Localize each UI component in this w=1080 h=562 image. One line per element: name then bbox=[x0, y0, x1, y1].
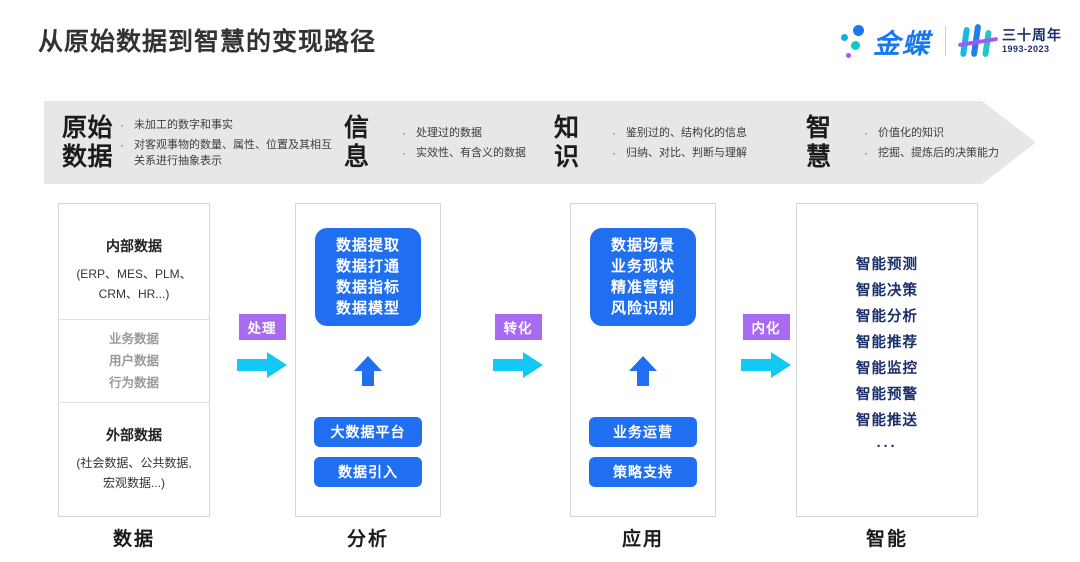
bullet-dot-icon: · bbox=[120, 117, 124, 132]
data-category-item: 业务数据 bbox=[108, 332, 159, 346]
right-arrow-icon bbox=[237, 350, 287, 380]
data-categories-block: 业务数据 用户数据 行为数据 bbox=[59, 319, 209, 403]
column-data: 内部数据 (ERP、MES、PLM、 CRM、HR...) 业务数据 用户数据 … bbox=[58, 203, 210, 517]
page-title: 从原始数据到智慧的变现路径 bbox=[38, 28, 377, 56]
data-category-item: 用户数据 bbox=[108, 354, 159, 368]
banner-stage-wisdom: 智 慧 · 价值化的知识 · 挖掘、提炼后的决策能力 bbox=[806, 101, 1016, 184]
intelligence-item: 智能监控 bbox=[856, 361, 918, 377]
banner-stage-term: 知 识 bbox=[554, 113, 580, 171]
intelligence-item: 智能预测 bbox=[856, 257, 918, 273]
connector-label: 转化 bbox=[494, 314, 542, 340]
external-data-sources: (社会数据、公共数据, 宏观数据...) bbox=[76, 456, 192, 490]
up-arrow-icon bbox=[351, 354, 385, 388]
anniversary-years: 1993-2023 bbox=[1002, 43, 1050, 54]
banner-stage-knowledge: 知 识 · 鉴别过的、结构化的信息 · 归纳、对比、判断与理解 bbox=[554, 101, 806, 184]
column-analysis: 数据提取 数据打通 数据指标 数据模型 大数据平台 数据引入 bbox=[295, 203, 441, 517]
footer-label-application: 应用 bbox=[621, 529, 664, 550]
intelligence-capability-list: 智能预测 智能决策 智能分析 智能推荐 智能监控 智能预警 智能推送 ··· bbox=[797, 204, 977, 460]
analysis-capability-card[interactable]: 数据提取 数据打通 数据指标 数据模型 bbox=[315, 228, 421, 326]
banner-bullet: · 实效性、有含义的数据 bbox=[402, 145, 526, 160]
brand-logo: 金蝶 三十周年 1993-2023 bbox=[837, 18, 1062, 64]
connector-label: 处理 bbox=[238, 314, 286, 340]
intelligence-item: 智能推送 bbox=[856, 413, 918, 429]
connector-internalize: 内化 bbox=[729, 314, 803, 380]
application-strategy-pill[interactable]: 策略支持 bbox=[589, 457, 697, 487]
stage-banner: 原始 数据 · 未加工的数字和事实 · 对客观事物的数量、属性、位置及其相互关系… bbox=[44, 101, 1036, 184]
banner-bullet: · 处理过的数据 bbox=[402, 125, 482, 140]
up-arrow-icon bbox=[626, 354, 660, 388]
banner-bullet: · 鉴别过的、结构化的信息 bbox=[612, 125, 747, 140]
column-application: 数据场景 业务现状 精准营销 风险识别 业务运营 策略支持 bbox=[570, 203, 716, 517]
bullet-dot-icon: · bbox=[402, 145, 406, 160]
banner-bullet: · 对客观事物的数量、属性、位置及其相互关系进行抽象表示 bbox=[120, 137, 332, 167]
banner-stage-term: 原始 数据 bbox=[62, 113, 114, 171]
analysis-ingest-pill[interactable]: 数据引入 bbox=[314, 457, 422, 487]
pipeline-columns: 内部数据 (ERP、MES、PLM、 CRM、HR...) 业务数据 用户数据 … bbox=[0, 203, 1080, 523]
banner-bullet: · 未加工的数字和事实 bbox=[120, 117, 233, 132]
banner-stage-term: 信 息 bbox=[344, 113, 370, 171]
footer-label-intelligence: 智能 bbox=[865, 529, 908, 550]
column-footer-labels: 数据 分析 应用 智能 bbox=[0, 524, 1080, 562]
anniversary-badge: 三十周年 1993-2023 bbox=[957, 21, 1062, 61]
bullet-dot-icon: · bbox=[120, 137, 124, 152]
anniversary-title: 三十周年 bbox=[1002, 27, 1062, 44]
application-operations-pill[interactable]: 业务运营 bbox=[589, 417, 697, 447]
external-data-block: 外部数据 (社会数据、公共数据, 宏观数据...) bbox=[59, 403, 209, 515]
intelligence-more-ellipsis: ··· bbox=[876, 438, 898, 455]
internal-data-sources: (ERP、MES、PLM、 CRM、HR...) bbox=[76, 266, 192, 301]
banner-stage-information: 信 息 · 处理过的数据 · 实效性、有含义的数据 bbox=[344, 101, 554, 184]
connector-label: 内化 bbox=[742, 314, 790, 340]
bullet-dot-icon: · bbox=[864, 125, 868, 140]
footer-label-data: 数据 bbox=[112, 529, 155, 550]
application-capability-card[interactable]: 数据场景 业务现状 精准营销 风险识别 bbox=[590, 228, 696, 326]
column-intelligence: 智能预测 智能决策 智能分析 智能推荐 智能监控 智能预警 智能推送 ··· bbox=[796, 203, 978, 517]
right-arrow-icon bbox=[493, 350, 543, 380]
banner-bullet: · 挖掘、提炼后的决策能力 bbox=[864, 145, 999, 160]
intelligence-item: 智能决策 bbox=[856, 283, 918, 299]
intelligence-item: 智能推荐 bbox=[856, 335, 918, 351]
intelligence-item: 智能预警 bbox=[856, 387, 918, 403]
connector-transform: 转化 bbox=[481, 314, 555, 380]
banner-stage-term: 智 慧 bbox=[806, 113, 832, 171]
anniversary-brush-icon bbox=[957, 21, 999, 61]
external-data-heading: 外部数据 bbox=[106, 427, 162, 443]
right-arrow-icon bbox=[741, 350, 791, 380]
footer-label-analysis: 分析 bbox=[346, 529, 389, 550]
bullet-dot-icon: · bbox=[402, 125, 406, 140]
connector-process: 处理 bbox=[225, 314, 299, 380]
internal-data-heading: 内部数据 bbox=[106, 237, 162, 254]
bullet-dot-icon: · bbox=[612, 145, 616, 160]
banner-bullet: · 价值化的知识 bbox=[864, 125, 944, 140]
analysis-platform-pill[interactable]: 大数据平台 bbox=[314, 417, 422, 447]
kingdee-dots-icon bbox=[837, 20, 871, 62]
data-category-item: 行为数据 bbox=[108, 376, 159, 390]
bullet-dot-icon: · bbox=[864, 145, 868, 160]
banner-bullet: · 归纳、对比、判断与理解 bbox=[612, 145, 747, 160]
brand-name: 金蝶 bbox=[873, 28, 931, 59]
banner-stage-raw-data: 原始 数据 · 未加工的数字和事实 · 对客观事物的数量、属性、位置及其相互关系… bbox=[62, 101, 344, 184]
internal-data-block: 内部数据 (ERP、MES、PLM、 CRM、HR...) bbox=[59, 204, 209, 319]
brand-divider bbox=[945, 26, 946, 56]
intelligence-item: 智能分析 bbox=[856, 309, 918, 325]
bullet-dot-icon: · bbox=[612, 125, 616, 140]
